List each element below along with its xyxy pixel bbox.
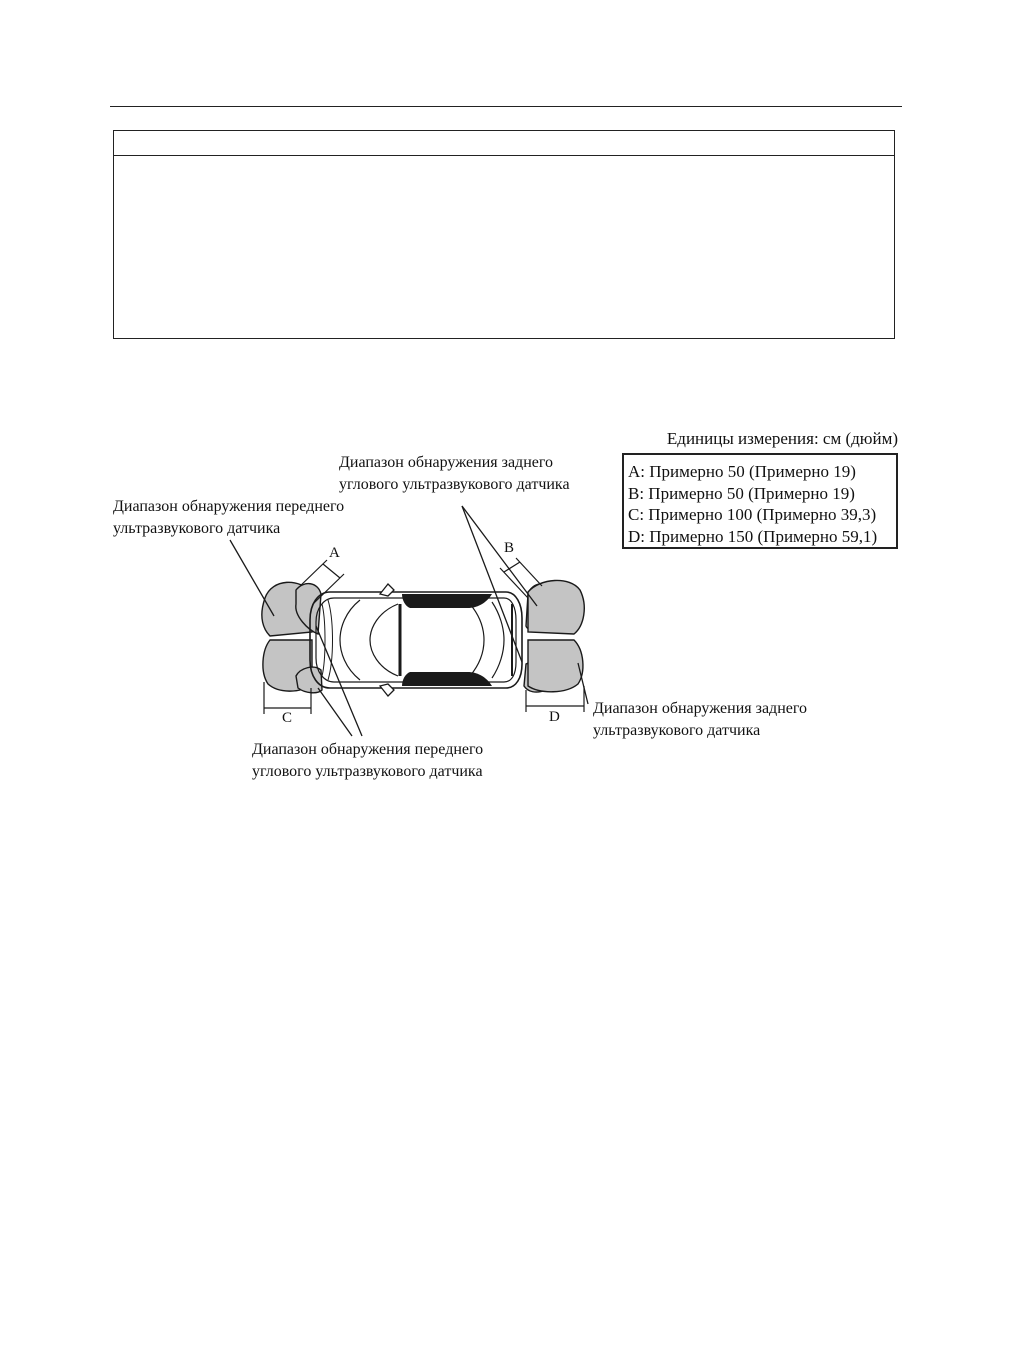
header-rule [110, 106, 902, 107]
legend-row-b: B: Примерно 50 (Примерно 19) [628, 483, 855, 503]
callout-rear-line-1: Диапазон обнаружения заднего [593, 700, 808, 717]
note-box-header [114, 131, 894, 156]
note-box [113, 130, 895, 339]
front-hood [339, 599, 361, 681]
callout-front-corner-line-2: углового ультразвукового датчика [252, 763, 483, 780]
callout-rear-corner: Диапазон обнаружения заднего углового ул… [339, 452, 570, 496]
mirrors [378, 583, 395, 697]
dimension-c [263, 682, 312, 714]
side-windows [402, 594, 492, 686]
callout-front-line-1: Диапазон обнаружения переднего [113, 498, 345, 515]
front-corner-zone-lower [295, 666, 323, 694]
side-window-bottom [402, 672, 492, 686]
rear-zone-lower [527, 639, 584, 693]
dimension-label-b: B [504, 540, 515, 556]
legend-row-a: A: Примерно 50 (Примерно 19) [628, 462, 856, 481]
callout-front-corner: Диапазон обнаружения переднего углового … [252, 739, 483, 783]
leader-front [229, 539, 275, 617]
leader-rear [577, 662, 589, 705]
dimension-label-a: A [329, 545, 340, 561]
mirror-bottom [378, 683, 395, 697]
car-body [309, 591, 523, 689]
leader-rear-corner-2 [461, 505, 538, 607]
rear-zone-upper [527, 579, 585, 635]
leader-front-corner-2 [317, 687, 353, 737]
legend-row-d: D: Примерно 150 (Примерно 59,1) [628, 526, 878, 546]
mirror-top [378, 583, 395, 597]
detection-zones [261, 579, 585, 694]
leader-lines [229, 505, 589, 737]
leader-rear-corner-1 [461, 505, 523, 663]
front-bumper-lines [321, 599, 333, 681]
legend-row-c: C: Примерно 100 (Примерно 39,3) [628, 505, 877, 524]
front-windshield [369, 603, 399, 677]
front-corner-zone-upper [295, 583, 322, 636]
dimension-label-c: C [282, 710, 293, 726]
car-body-inner [315, 597, 517, 683]
car-outline [309, 591, 523, 689]
callout-front-corner-line-1: Диапазон обнаружения переднего [252, 741, 484, 758]
legend-box: A: Примерно 50 (Примерно 19) B: Примерно… [622, 453, 898, 549]
dimension-a [296, 559, 345, 604]
dimension-b [499, 557, 543, 599]
callout-rear-line-2: ультразвукового датчика [593, 722, 761, 739]
rear-deck [491, 601, 505, 679]
callout-rear-corner-line-2: углового ультразвукового датчика [339, 476, 570, 493]
dimension-label-d: D [549, 709, 560, 725]
callout-front: Диапазон обнаружения переднего ультразву… [113, 496, 344, 540]
callout-front-line-2: ультразвукового датчика [113, 520, 281, 537]
rear-window [469, 603, 485, 677]
callout-rear-corner-line-1: Диапазон обнаружения заднего [339, 454, 554, 471]
side-window-top [402, 594, 492, 608]
leader-front-corner-1 [315, 625, 363, 737]
units-caption: Единицы измерения: см (дюйм) [666, 429, 898, 448]
callout-rear: Диапазон обнаружения заднего ультразвуко… [593, 698, 807, 742]
